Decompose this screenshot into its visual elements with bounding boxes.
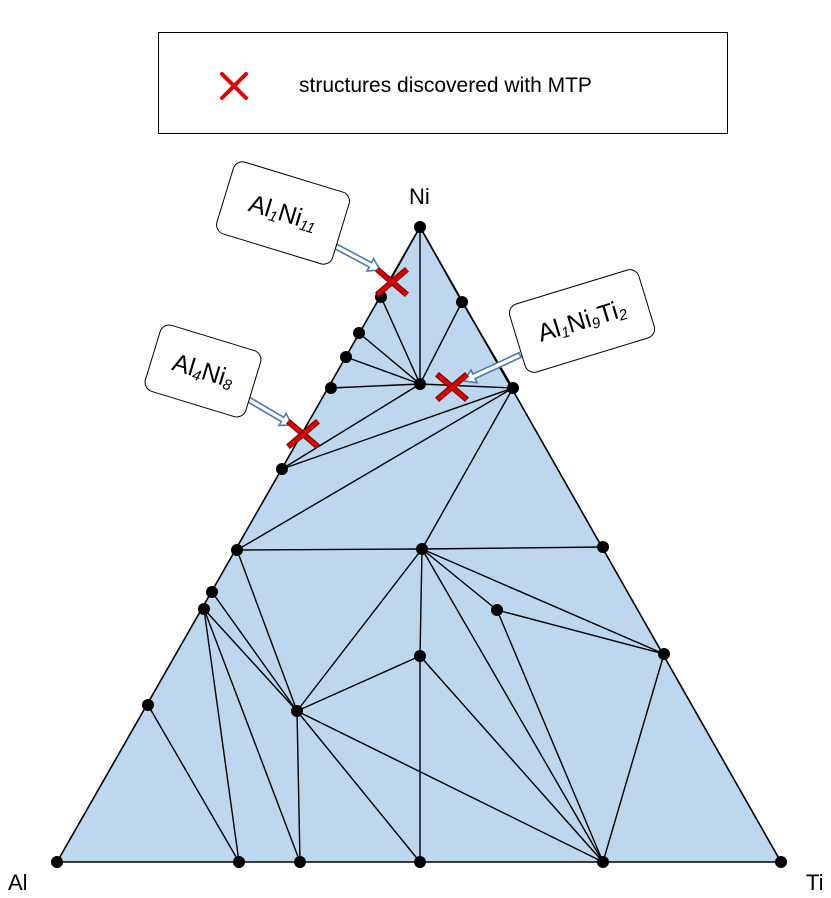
tie-line [330, 383, 421, 389]
vertex-label-ni: Ni [409, 184, 430, 209]
tie-line [203, 608, 240, 863]
tie-line [236, 387, 514, 551]
tie-line [203, 608, 298, 712]
tie-line [496, 609, 604, 863]
phase-point [276, 463, 288, 475]
tie-line [281, 387, 514, 470]
phase-point [294, 856, 306, 868]
phase-point [775, 856, 787, 868]
tie-line [496, 609, 665, 655]
phase-point [414, 650, 426, 662]
tie-line [421, 548, 498, 611]
callout-arrows [243, 242, 523, 427]
phase-point [231, 544, 243, 556]
callout-arrow [243, 394, 294, 427]
phase-point [658, 648, 670, 660]
tie-line [211, 591, 298, 712]
tie-line [296, 710, 421, 863]
phase-point [198, 603, 210, 615]
phase-point [142, 699, 154, 711]
stable-phases [51, 221, 787, 868]
phase-point [51, 856, 63, 868]
tie-line [358, 332, 421, 385]
tie-line [345, 356, 421, 385]
tie-line [421, 387, 514, 550]
tie-line [421, 548, 604, 863]
tie-line [281, 383, 421, 470]
phase-point [507, 382, 519, 394]
red-cross-icon [220, 72, 248, 100]
mtp-cross-marker [286, 418, 320, 450]
tie-line [236, 548, 423, 551]
phase-point [353, 327, 365, 339]
phase-point [414, 221, 426, 233]
phase-point [416, 543, 428, 555]
vertex-label-al: Al [8, 870, 28, 895]
legend-label: structures discovered with MTP [299, 74, 592, 97]
phase-point [414, 856, 426, 868]
tie-line [147, 704, 240, 863]
tie-line [296, 548, 423, 712]
phase-point [456, 296, 468, 308]
tie-line [296, 710, 301, 863]
phase-point [233, 856, 245, 868]
callout-arrow [332, 242, 382, 272]
phase-point [597, 541, 609, 553]
tie-line [602, 653, 665, 863]
phase-point [325, 382, 337, 394]
tie-line [421, 546, 604, 550]
phase-point [291, 705, 303, 717]
phase-point [340, 351, 352, 363]
tie-line [419, 301, 463, 385]
tie-line [421, 548, 665, 655]
phase-point [414, 378, 426, 390]
mtp-cross-marker [375, 266, 409, 298]
phase-point [206, 586, 218, 598]
tie-line [419, 383, 514, 389]
tie-line [380, 296, 421, 385]
vertex-label-ti: Ti [806, 870, 824, 895]
mtp-cross-marker [435, 371, 469, 403]
tie-line [236, 549, 298, 712]
legend: structures discovered with MTP [158, 32, 728, 134]
tie-line [419, 548, 423, 657]
formula-al1ni9ti2: Al1Ni9Ti2 [534, 296, 630, 348]
phase-point [491, 604, 503, 616]
tie-line [419, 655, 604, 863]
phase-point [597, 856, 609, 868]
formula-al1ni11: Al1Ni11 [245, 188, 318, 238]
tie-line [203, 608, 301, 863]
callout-arrow [462, 351, 523, 384]
mtp-structures [286, 266, 469, 450]
formula-al4ni8: Al4Ni8 [169, 347, 234, 395]
tie-line [296, 710, 604, 863]
tie-line [296, 655, 421, 712]
